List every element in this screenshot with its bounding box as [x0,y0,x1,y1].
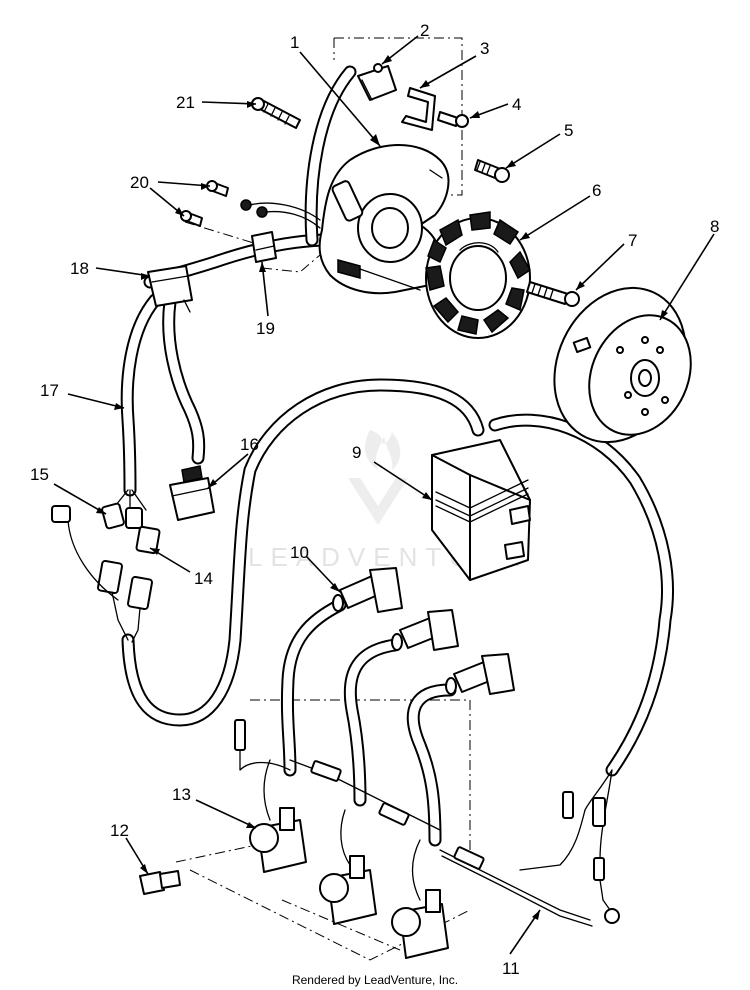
coil-2 [319,855,377,925]
pickup-coil [357,63,397,101]
watermark-logo [348,430,408,525]
stator-coil [425,211,531,339]
plug-cap-3 [445,653,515,695]
plug-cap-2 [391,609,459,651]
callout-4: 4 [512,95,521,114]
callout-2: 2 [420,21,429,40]
long-bolt [251,97,301,129]
stator-long-screw [526,281,580,307]
callout-leaders [53,35,715,955]
plug-cap-1 [332,567,403,613]
callout-18: 18 [70,259,89,278]
bracket-screw [437,111,469,128]
callout-6: 6 [592,181,601,200]
bullet-connector [51,505,71,523]
harness-grommet [147,265,193,313]
cdi-box [431,439,531,581]
callout-21: 21 [176,93,195,112]
flywheel [553,286,692,444]
callout-13: 13 [172,785,191,804]
spark-plug-caps [332,567,515,695]
coil-1 [249,807,307,873]
small-screws [180,180,321,229]
ignition-coils [249,807,449,959]
callout-16: 16 [240,435,259,454]
coil-bolt [139,870,181,895]
wire-clamp [251,231,277,263]
stator-screw [474,159,510,183]
callout-1: 1 [290,33,299,52]
callout-12: 12 [110,821,129,840]
callout-7: 7 [628,231,637,250]
callout-3: 3 [480,39,489,58]
callout-11: 11 [502,959,520,978]
callout-10: 10 [290,543,309,562]
footer-credit: Rendered by LeadVenture, Inc. [292,973,458,987]
stator-plate [318,144,450,295]
callout-labels: 1 2 3 4 5 6 7 8 9 10 11 12 13 14 15 16 1… [30,21,719,978]
inline-connectors [234,719,606,881]
callout-9: 9 [352,443,361,462]
callout-15: 15 [30,465,49,484]
pickup-bracket [401,87,436,131]
callout-19: 19 [256,319,275,338]
connector-plugs [51,489,161,643]
callout-17: 17 [40,381,59,400]
coil-3 [391,889,449,959]
callout-14: 14 [194,569,213,588]
ring-terminal [604,908,620,924]
callout-8: 8 [710,217,719,236]
callout-20: 20 [130,173,149,192]
connector-16 [169,465,215,521]
callout-5: 5 [564,121,573,140]
